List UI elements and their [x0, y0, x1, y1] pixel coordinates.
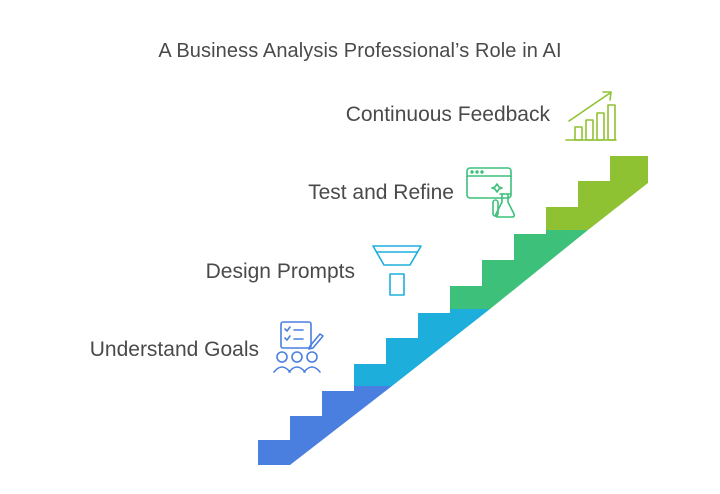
step-label-continuous-feedback: Continuous Feedback	[345, 103, 550, 126]
step-label-test-and-refine: Test and Refine	[308, 181, 454, 204]
step-label-understand-goals: Understand Goals	[89, 338, 259, 361]
funnel-icon	[372, 245, 422, 296]
stair-segment-1	[258, 386, 392, 465]
stair-segment-4	[546, 156, 648, 230]
stair-segment-2	[354, 309, 490, 386]
stair-segment-3	[450, 230, 588, 309]
step-label-design-prompts: Design Prompts	[205, 260, 355, 283]
diagram-title: A Business Analysis Professional’s Role …	[158, 40, 562, 62]
browser-flask-icon	[466, 167, 516, 218]
growth-chart-icon	[565, 91, 617, 141]
checklist-team-icon	[273, 321, 324, 373]
